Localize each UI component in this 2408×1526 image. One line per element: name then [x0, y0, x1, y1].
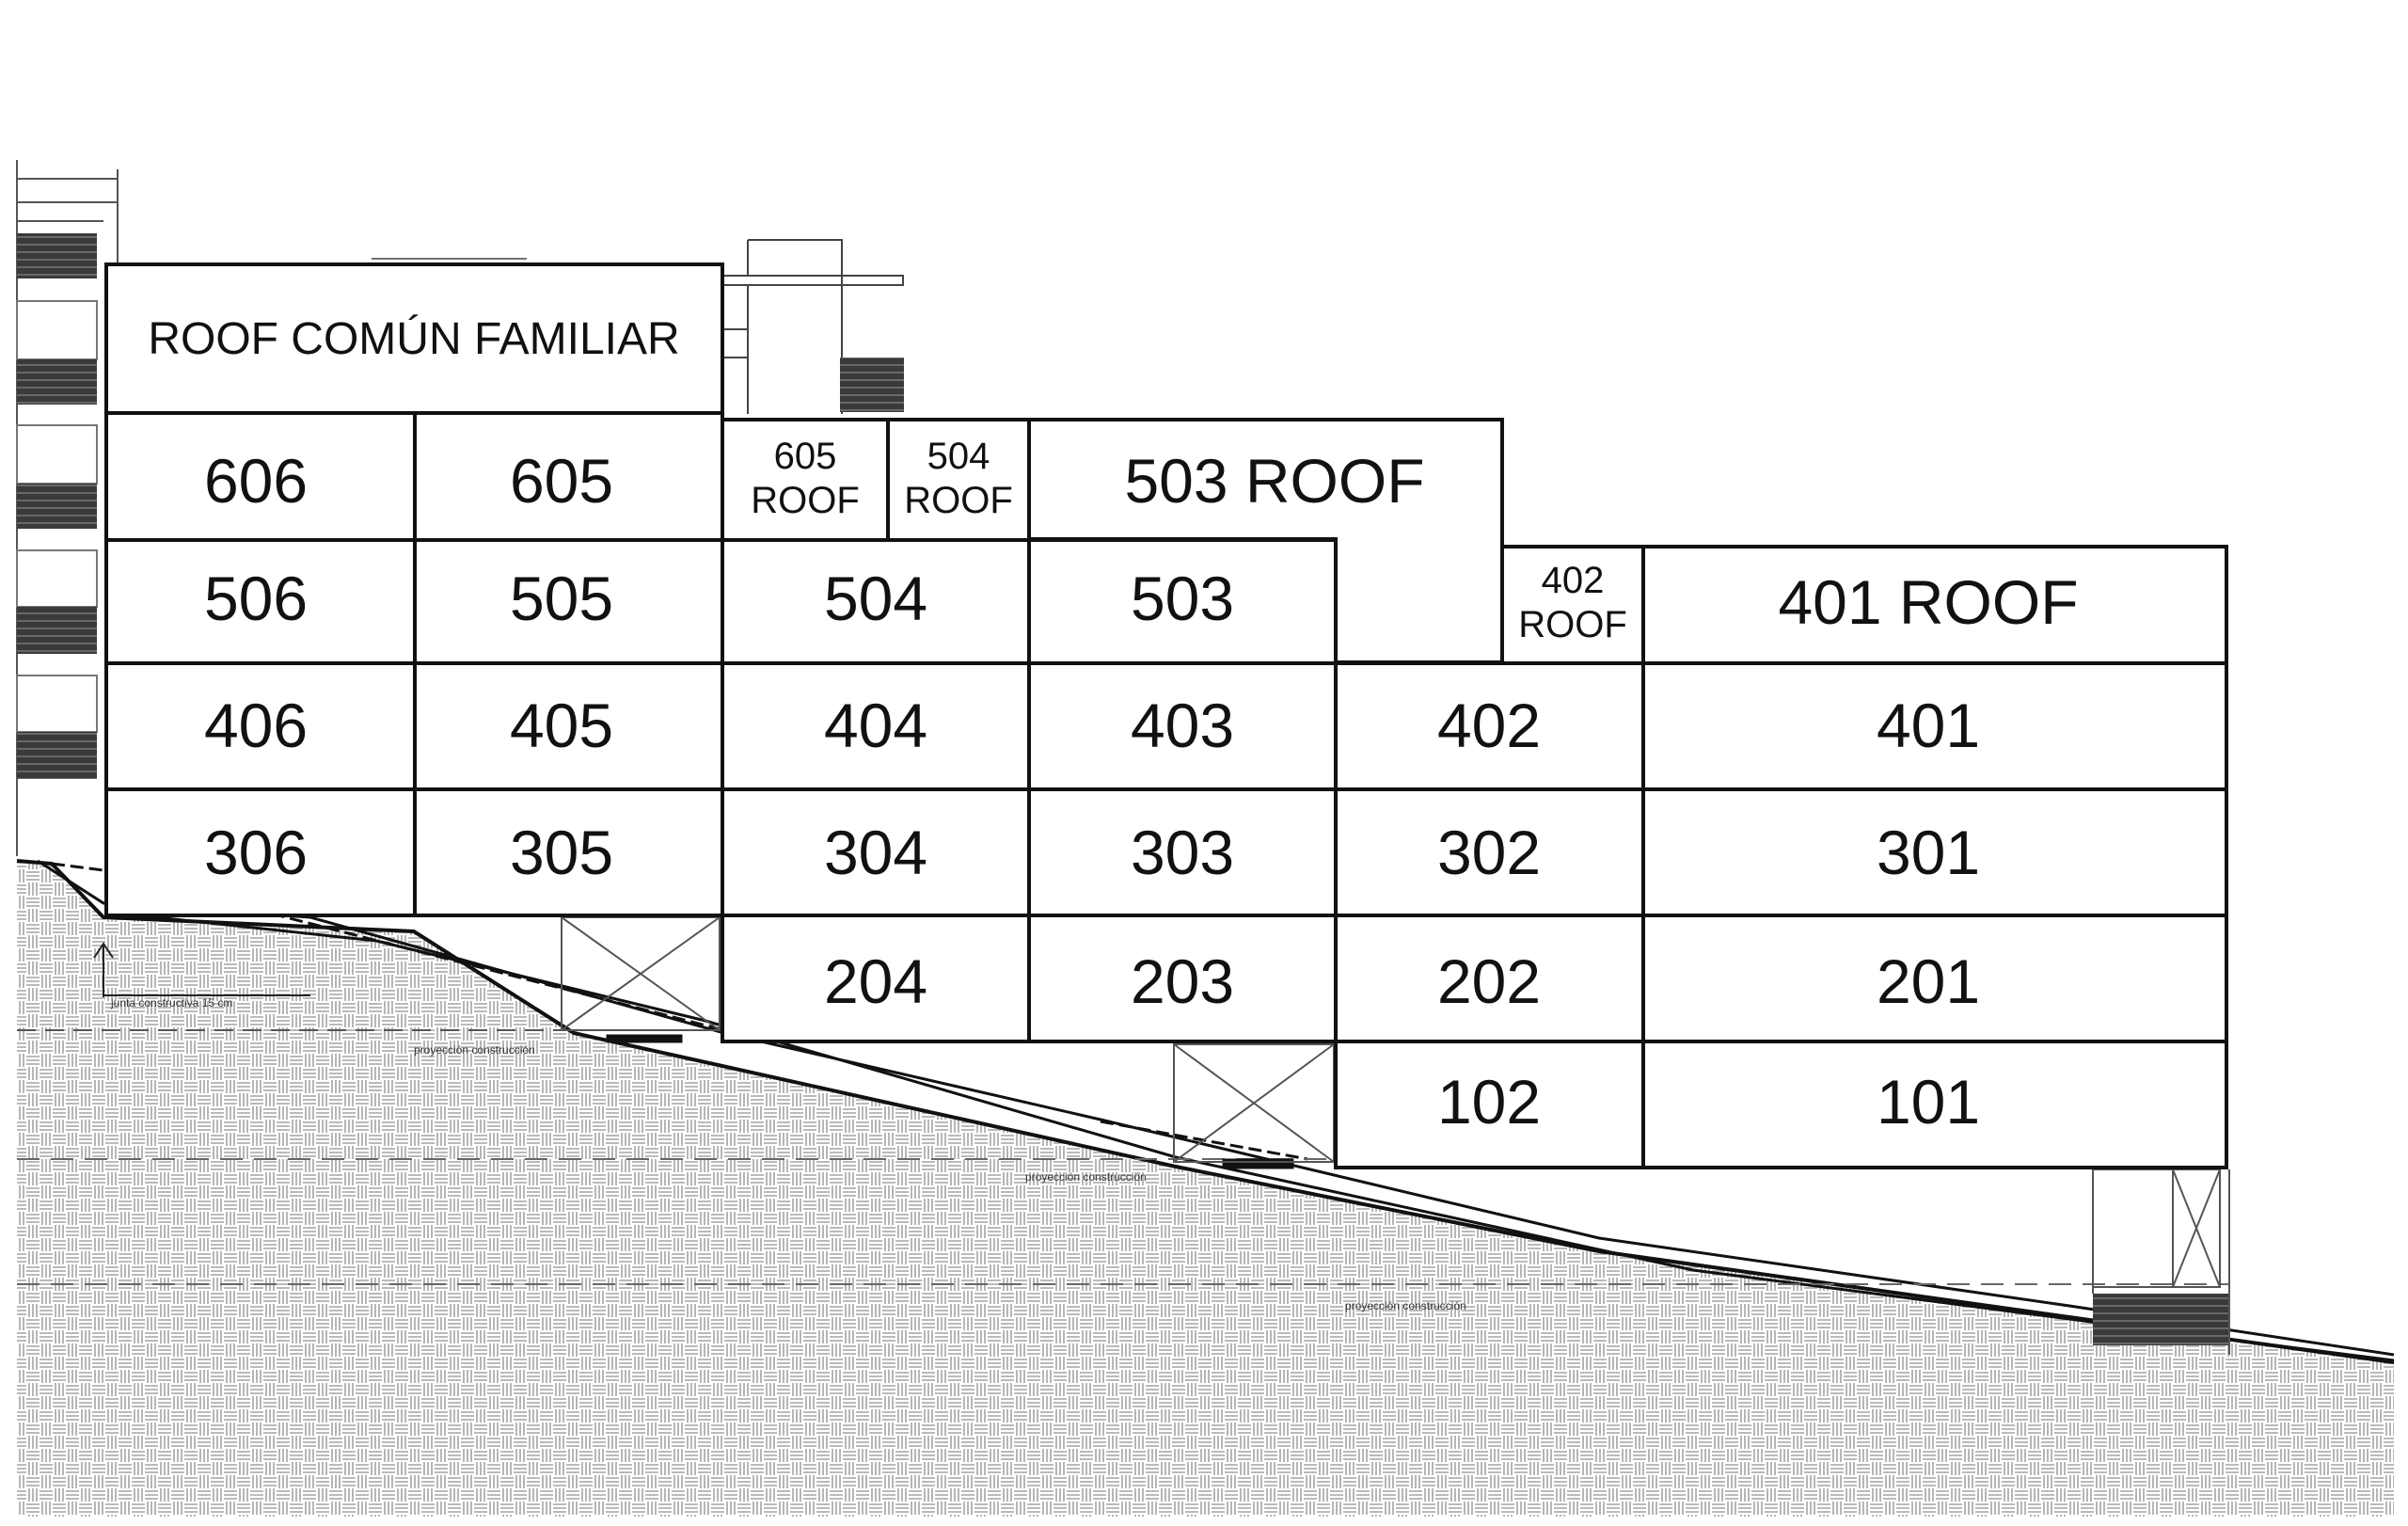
roof-401-label: 401 ROOF [1778, 567, 2078, 637]
roof-504-line1: 504 [927, 436, 990, 477]
unit-301-label: 301 [1877, 818, 1980, 887]
unit-403[interactable] [1027, 661, 1338, 791]
unit-404-label: 404 [824, 691, 927, 760]
unit-405-label: 405 [510, 691, 613, 760]
unit-306-label: 306 [204, 818, 308, 887]
joint-annotation: junta constructiva 15 cm proyección cons… [93, 942, 1466, 1312]
unit-606-label: 606 [204, 446, 308, 516]
projection-text-2: proyección construcción [1025, 1170, 1147, 1184]
unit-304-label: 304 [824, 818, 927, 887]
unit-203[interactable] [1027, 914, 1338, 1043]
unit-605-label: 605 [510, 446, 613, 516]
unit-504[interactable] [721, 538, 1031, 665]
unit-401[interactable] [1641, 661, 2228, 791]
unit-503-label: 503 [1131, 564, 1234, 633]
unit-203-label: 203 [1131, 946, 1234, 1016]
unit-506[interactable] [104, 538, 417, 665]
unit-102-label: 102 [1437, 1067, 1541, 1137]
roof-605-line1: 605 [774, 436, 837, 477]
unit-402-label: 402 [1437, 691, 1541, 760]
unit-606[interactable] [104, 411, 417, 542]
unit-306[interactable] [104, 787, 417, 917]
unit-402[interactable] [1334, 661, 1645, 791]
unit-grid: ROOF COMÚN FAMILIAR 606 605 605 ROOF 504… [104, 262, 2228, 1169]
left-existing-building [16, 160, 119, 866]
unit-505[interactable] [413, 538, 724, 665]
roof-503-label: 503 ROOF [1124, 446, 1424, 516]
roof-402-line2: ROOF [1518, 604, 1627, 645]
unit-605[interactable] [413, 411, 724, 542]
unit-504-label: 504 [824, 564, 927, 633]
unit-505-label: 505 [510, 564, 613, 633]
unit-305-label: 305 [510, 818, 613, 887]
unit-401-label: 401 [1877, 691, 1980, 760]
unit-302[interactable] [1334, 787, 1645, 917]
unit-102[interactable] [1334, 1040, 1645, 1169]
projection-text-1: proyección construcción [414, 1043, 535, 1057]
unit-304[interactable] [721, 787, 1031, 917]
unit-201-label: 201 [1877, 946, 1980, 1016]
unit-403-label: 403 [1131, 691, 1234, 760]
joint-text: junta constructiva 15 cm [110, 996, 232, 1009]
unit-303[interactable] [1027, 787, 1338, 917]
roof-504-line2: ROOF [904, 480, 1013, 521]
unit-302-label: 302 [1437, 818, 1541, 887]
unit-303-label: 303 [1131, 818, 1234, 887]
unit-101-label: 101 [1877, 1067, 1980, 1137]
roof-504[interactable] [886, 418, 1031, 542]
unit-202-label: 202 [1437, 946, 1541, 1016]
roof-common-label: ROOF COMÚN FAMILIAR [148, 313, 679, 364]
roof-pergola [372, 239, 904, 414]
unit-204-label: 204 [824, 946, 927, 1016]
ground-terrain [17, 861, 2394, 1517]
unit-201[interactable] [1641, 914, 2228, 1043]
projection-text-3: proyección construcción [1345, 1299, 1466, 1312]
unit-506-label: 506 [204, 564, 308, 633]
unit-503[interactable] [1027, 538, 1338, 665]
unit-101[interactable] [1641, 1040, 2228, 1169]
roof-605-line2: ROOF [751, 480, 860, 521]
unit-406-label: 406 [204, 691, 308, 760]
roof-402-line1: 402 [1542, 560, 1605, 601]
